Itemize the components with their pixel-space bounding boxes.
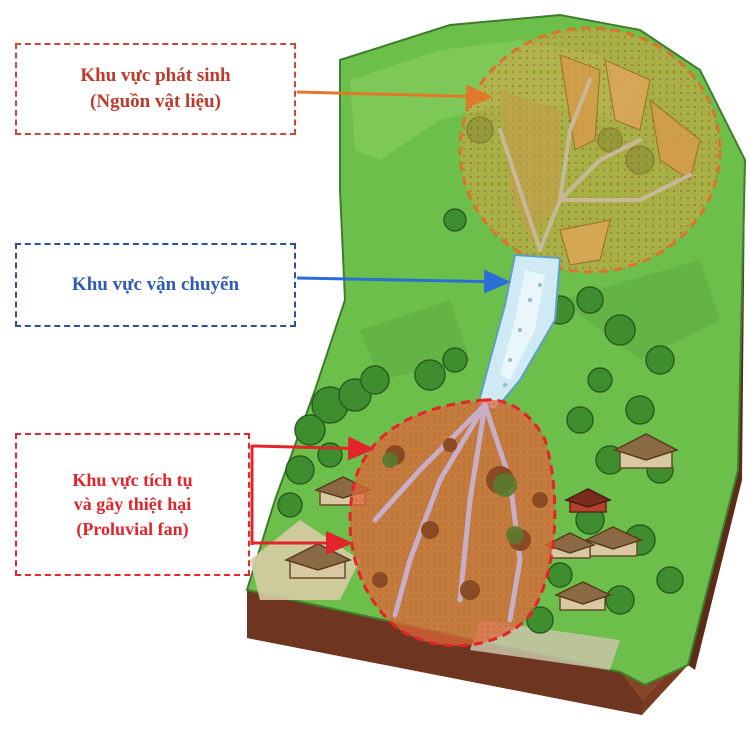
source-zone-title: Khu vực phát sinh: [80, 65, 231, 87]
source-zone: [458, 26, 722, 274]
houses: [284, 433, 679, 611]
house: [544, 532, 596, 559]
deposit-fan: [348, 398, 557, 648]
house: [564, 488, 612, 513]
source-zone-label: Khu vực phát sinh (Nguồn vật liệu): [15, 43, 296, 135]
deposit-zone-label: Khu vực tích tụ và gây thiệt hại (Proluv…: [15, 433, 250, 576]
transport-zone-label: Khu vực vận chuyển: [15, 243, 296, 327]
deposit-zone-note: (Proluvial fan): [76, 518, 189, 539]
deposit-zone-subtitle: và gây thiệt hại: [73, 494, 192, 515]
source-arrow: [296, 84, 493, 109]
house: [284, 543, 352, 579]
channel-streams: [498, 78, 692, 252]
deposit-zone-title: Khu vực tích tụ: [72, 470, 193, 491]
transport-zone-title: Khu vực vận chuyển: [71, 274, 240, 296]
house: [613, 433, 679, 469]
deposit-arrow-upper: [251, 436, 375, 461]
pointer-arrows: [250, 84, 511, 555]
house: [554, 581, 612, 611]
transport-arrow: [296, 269, 511, 294]
source-zone-subtitle: (Nguồn vật liệu): [90, 91, 221, 112]
